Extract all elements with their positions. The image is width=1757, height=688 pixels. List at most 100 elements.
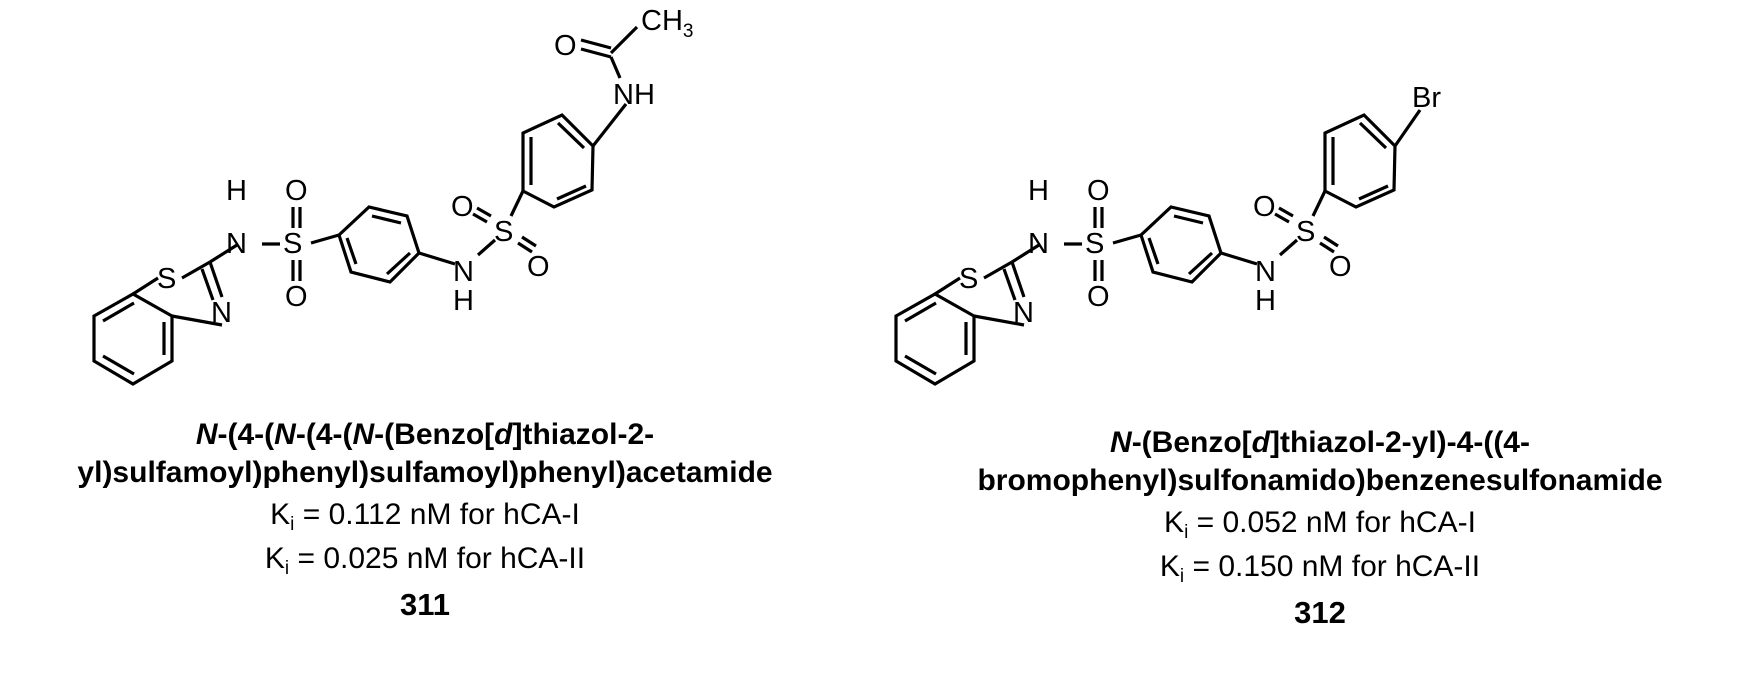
compound-name-311: N-(4-(N-(4-(N-(Benzo[d]thiazol-2- yl)sul… (10, 416, 840, 492)
bond (1220, 251, 1258, 266)
ki-value: = 0.025 nM for hCA-II (289, 542, 586, 575)
bond (556, 121, 586, 150)
bond (904, 301, 937, 323)
upper-ring-311 (521, 113, 595, 209)
atom-label: H (453, 285, 474, 317)
ki-subscript: i (1184, 522, 1189, 543)
atom-label: O (527, 251, 550, 283)
bond (609, 56, 622, 79)
bond (1319, 241, 1335, 254)
bond (476, 206, 492, 218)
ki-subscript: i (1179, 566, 1185, 587)
bond (200, 268, 215, 301)
bond (418, 251, 456, 266)
ki-symbol: K (270, 498, 291, 531)
name-fragment: N (352, 418, 375, 451)
benzo-ring-312 (894, 292, 976, 386)
atom-label: N (211, 297, 232, 329)
ki-value: = 0.052 nM for hCA-I (1188, 506, 1476, 539)
atom-label: O (1087, 281, 1110, 313)
bond (102, 354, 135, 376)
bond (609, 25, 639, 55)
bond (472, 212, 488, 224)
atom-label: N (1028, 228, 1049, 260)
name-fragment: bromophenyl)sulfonamido)benzenesulfonami… (977, 464, 1663, 497)
bond (1147, 237, 1160, 265)
atom-label: O (451, 191, 474, 223)
atom-label: N (1013, 297, 1034, 329)
atom-label: O (1253, 191, 1276, 223)
name-fragment: N (274, 418, 296, 451)
caption-311: N-(4-(N-(4-(N-(Benzo[d]thiazol-2- yl)sul… (10, 416, 840, 628)
bond (476, 238, 497, 257)
atom-label: N (453, 256, 474, 288)
ki-value: = 0.112 nM for hCA-I (294, 498, 580, 531)
atom-label: H (1255, 285, 1276, 317)
bond (385, 251, 412, 276)
bond (983, 260, 1013, 280)
atom-label: O (554, 30, 577, 62)
atom-label: Br (1412, 82, 1441, 114)
atom-label: S (283, 228, 302, 260)
atom-label: S (494, 216, 513, 248)
ki-subscript: i (284, 558, 290, 579)
bond (521, 235, 537, 248)
bond (371, 214, 402, 225)
name-fragment: d (494, 418, 513, 451)
bond (1323, 235, 1339, 248)
bond (1274, 212, 1290, 224)
name-fragment: -(4-( (217, 418, 275, 451)
bond (509, 190, 525, 217)
atom-label: H (226, 175, 247, 207)
name-fragment: -(4-( (295, 418, 353, 451)
name-fragment: N (1110, 426, 1132, 459)
bond (904, 354, 937, 376)
bond (1011, 243, 1040, 264)
bond (1278, 238, 1299, 257)
bond (209, 243, 238, 264)
bond (1173, 214, 1204, 225)
bond (1358, 184, 1389, 201)
atom-label: S (157, 263, 176, 295)
ki-hca2-311: Ki = 0.025 nM for hCA-II (10, 536, 840, 582)
bond (934, 276, 961, 296)
atom-label: N (226, 228, 247, 260)
bond (310, 233, 340, 245)
bond (132, 276, 159, 296)
ki-symbol: K (1159, 550, 1180, 583)
bond (102, 301, 135, 323)
name-fragment: ]thiazol-2- (512, 418, 655, 451)
bond (580, 47, 612, 59)
ki-symbol: K (1164, 506, 1185, 539)
ki-hca2-312: Ki = 0.150 nM for hCA-II (885, 544, 1755, 590)
atom-label: NH (613, 79, 655, 111)
bond (345, 237, 358, 265)
bond (1311, 190, 1327, 217)
ki-hca1-312: Ki = 0.052 nM for hCA-I (885, 500, 1755, 546)
bond (1393, 109, 1422, 147)
bond (1002, 268, 1017, 301)
compound-number-312: 312 (1294, 595, 1346, 630)
atom-label: CH3 (641, 5, 693, 42)
structure-311: S N H N O S O N H O S O NH O CH3 (92, 5, 693, 386)
bond (517, 241, 533, 254)
atom-label: N (1255, 256, 1276, 288)
bond (208, 261, 224, 298)
compound-number-311: 311 (399, 587, 450, 622)
ki-symbol: K (264, 542, 285, 575)
bond (1010, 261, 1026, 298)
ki-value: = 0.150 nM for hCA-II (1184, 550, 1481, 583)
atom-label: O (1329, 251, 1352, 283)
upper-ring-312 (1323, 113, 1397, 209)
name-fragment: ]thiazol-2-yl)-4-((4- (1270, 426, 1530, 459)
bond (1358, 121, 1388, 150)
ki-hca1-311: Ki = 0.112 nM for hCA-I (10, 492, 840, 538)
benzo-ring-311 (92, 292, 174, 386)
bond (556, 184, 587, 201)
name-fragment: d (1251, 426, 1270, 459)
name-fragment: N (195, 418, 218, 451)
atom-label: S (1296, 216, 1315, 248)
name-fragment: yl)sulfamoyl)phenyl)sulfamoyl)phenyl)ace… (77, 456, 773, 489)
